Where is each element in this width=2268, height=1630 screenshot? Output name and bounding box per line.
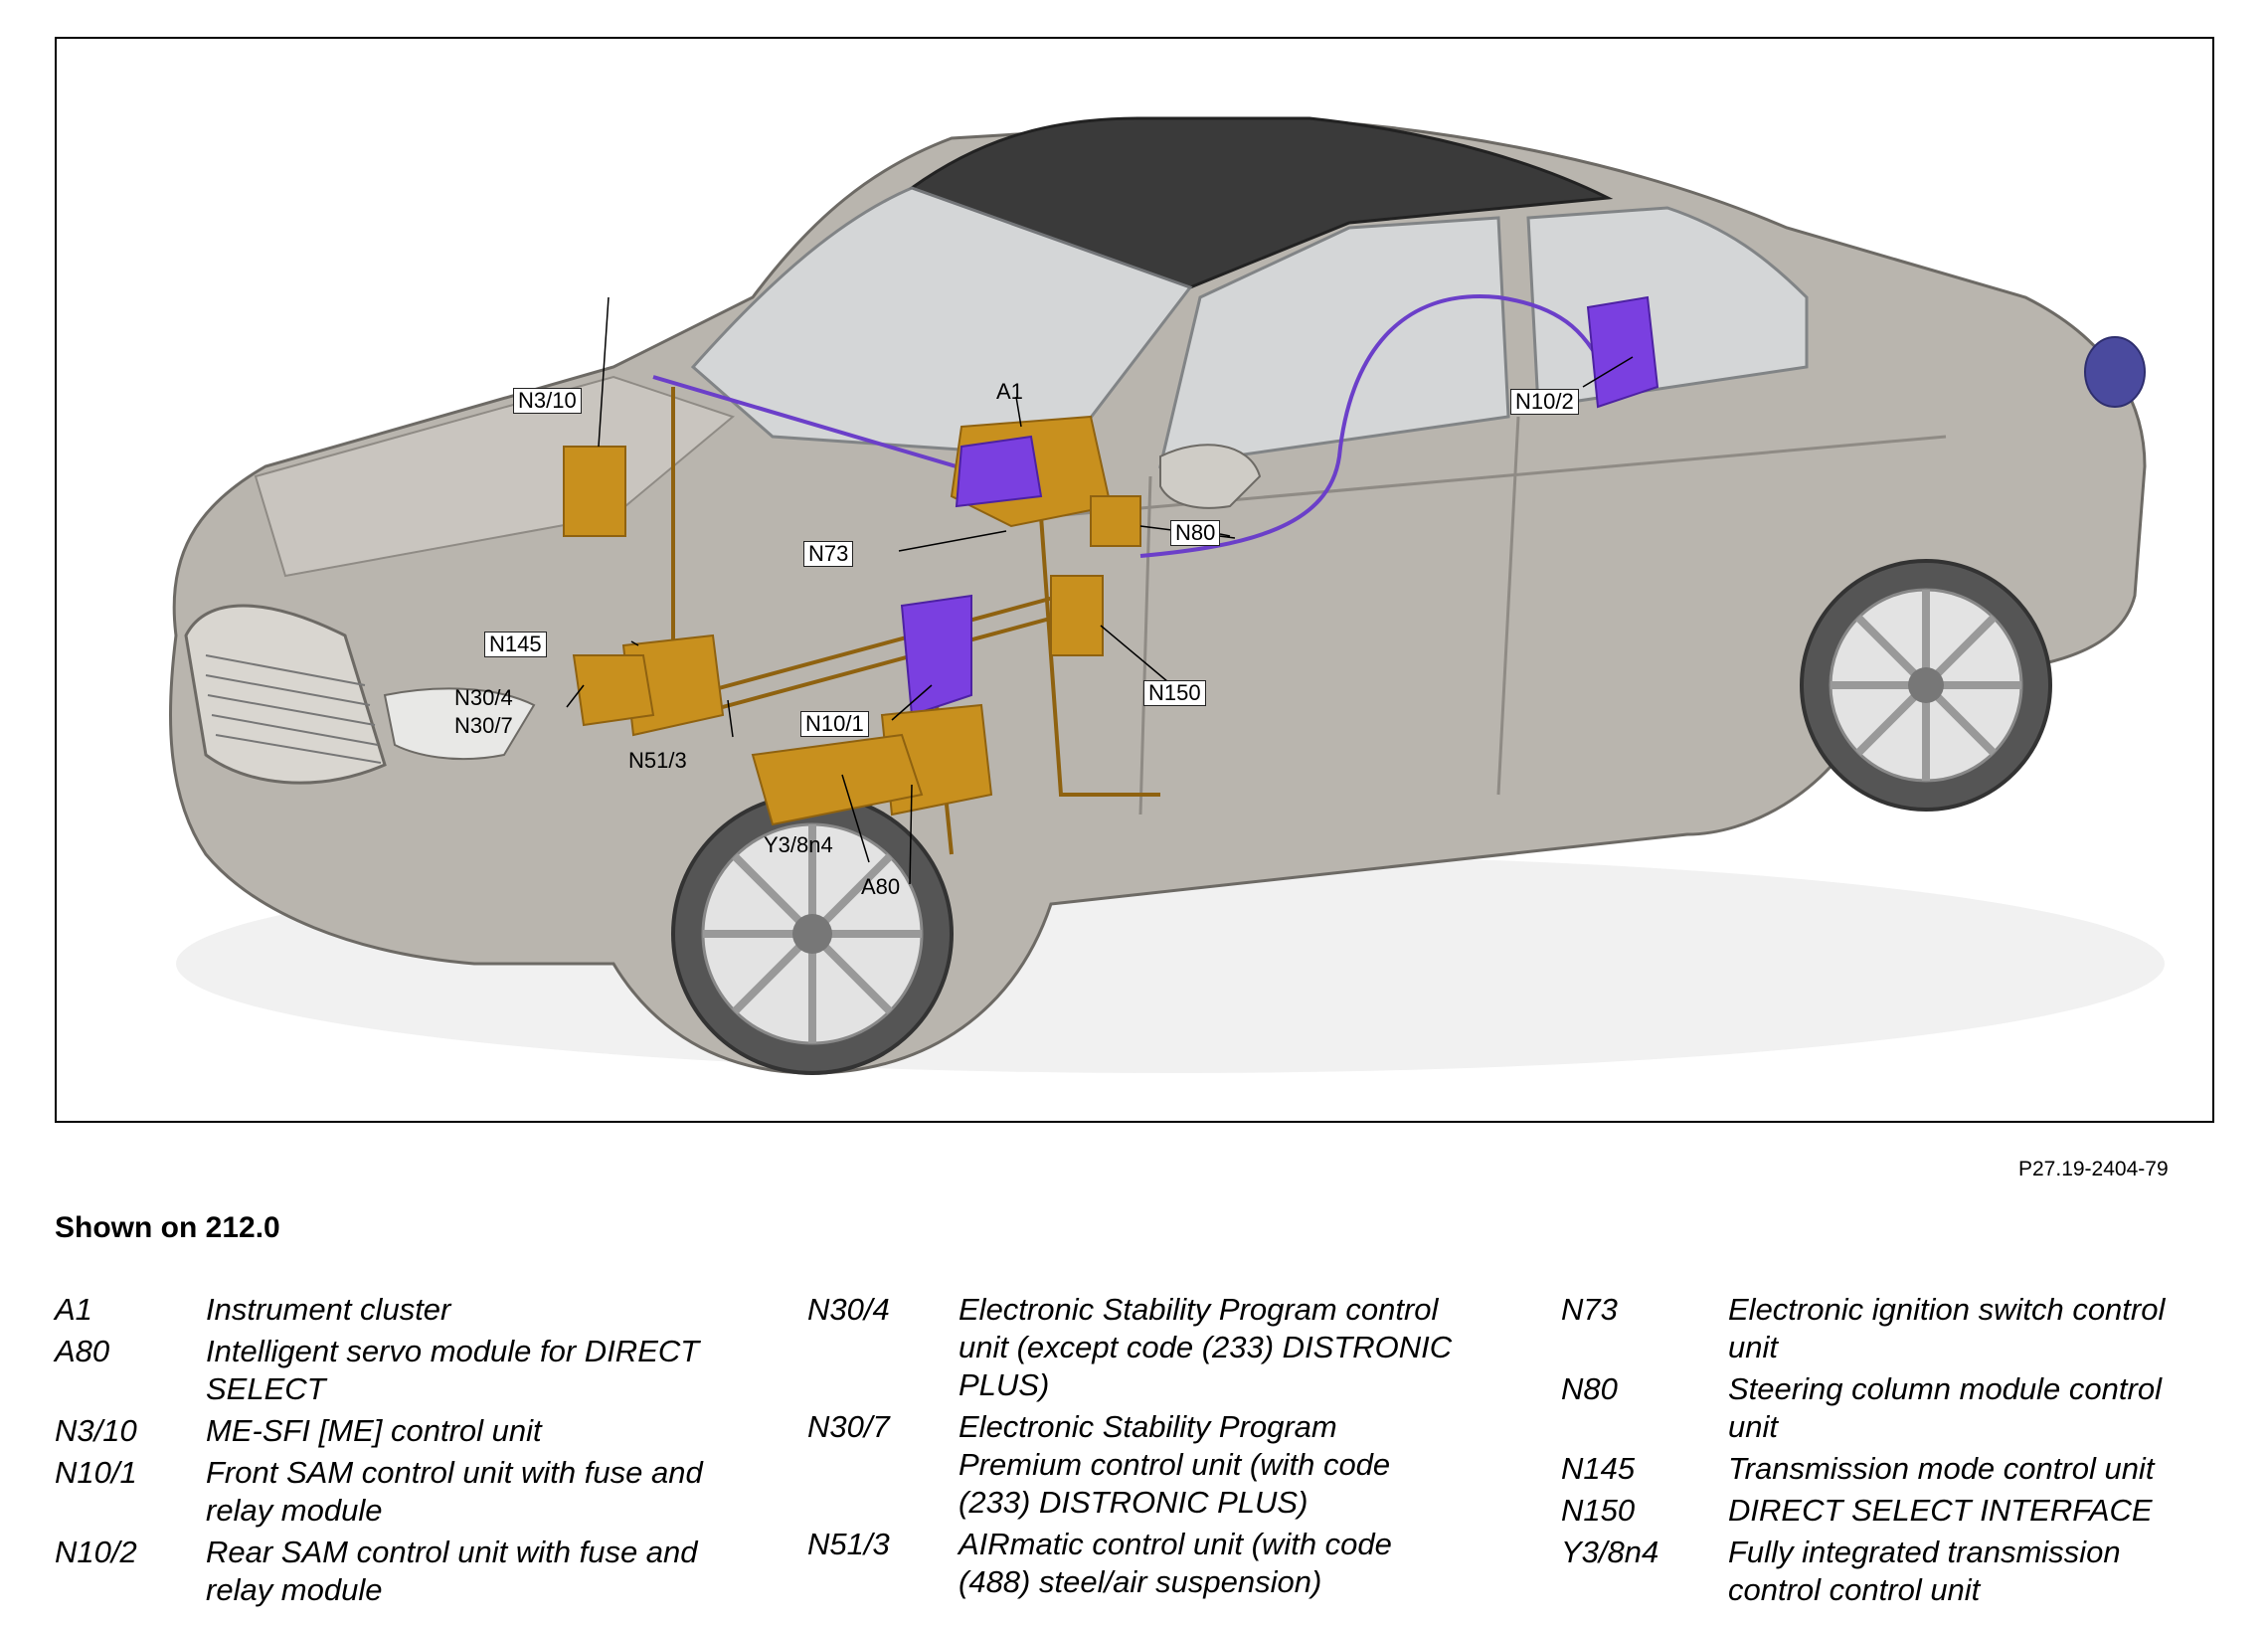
n30-unit <box>572 654 655 727</box>
vehicle-diagram: N3/10 A1 N10/2 N80 N73 N145 N30/4 N30/7 … <box>55 37 2214 1123</box>
legend-desc: DIRECT SELECT INTERFACE <box>1728 1493 2153 1528</box>
legend-code: N51/3 <box>807 1527 890 1561</box>
n150-unit <box>1050 575 1104 656</box>
legend-desc: Electronic Stability Program control uni… <box>959 1292 1453 1402</box>
callout-n80: N80 <box>1170 520 1221 546</box>
rear-wheel <box>1800 559 2052 812</box>
legend-code: N10/2 <box>55 1535 137 1569</box>
legend-item: Y3/8n4 Fully integrated transmission cont… <box>1561 1534 2217 1609</box>
legend-item: N10/2 Rear SAM control unit with fuse and… <box>55 1534 751 1609</box>
callout-a80: A80 <box>861 874 901 899</box>
taillight <box>2084 336 2146 408</box>
legend-column-1: A1 Instrument cluster A80 Intelligent serv… <box>55 1291 751 1613</box>
callout-n51-3: N51/3 <box>628 748 687 773</box>
headlight <box>383 687 536 761</box>
legend-desc: Rear SAM control unit with fuse and rela… <box>206 1535 698 1607</box>
legend-column-3: N73 Electronic ignition switch control un… <box>1561 1291 2217 1613</box>
legend-desc: Transmission mode control unit <box>1728 1451 2155 1486</box>
leader-lines <box>566 296 1634 885</box>
legend-item: N51/3 AIRmatic control unit (with code (4… <box>807 1526 1464 1601</box>
callout-n73: N73 <box>803 541 854 567</box>
legend-item: A80 Intelligent servo module for DIRECT S… <box>55 1333 751 1408</box>
legend-desc: AIRmatic control unit (with code (488) s… <box>959 1527 1392 1599</box>
legend-desc: Front SAM control unit with fuse and rel… <box>206 1455 703 1528</box>
legend-code: N150 <box>1561 1493 1636 1528</box>
legend-item: N145 Transmission mode control unit <box>1561 1450 2217 1488</box>
legend-code: N73 <box>1561 1292 1618 1327</box>
legend-item: N10/1 Front SAM control unit with fuse an… <box>55 1454 751 1530</box>
legend-code: N10/1 <box>55 1455 137 1490</box>
legend-code: N30/7 <box>807 1409 890 1444</box>
legend-code: A1 <box>55 1292 92 1327</box>
figure-code: P27.19-2404-79 <box>2018 1158 2169 1180</box>
legend-item: A1 Instrument cluster <box>55 1291 751 1329</box>
windshield <box>690 186 1193 458</box>
legend-item: N30/7 Electronic Stability Program Premiu… <box>807 1408 1464 1522</box>
n3-10-unit <box>563 446 626 537</box>
legend-desc: Intelligent servo module for DIRECT SELE… <box>206 1334 700 1406</box>
grille-bars <box>205 654 382 764</box>
legend-item: N150 DIRECT SELECT INTERFACE <box>1561 1492 2217 1530</box>
n80-unit <box>1090 495 1141 547</box>
legend-item: N3/10 ME-SFI [ME] control unit <box>55 1412 751 1450</box>
side-mirror <box>1159 444 1262 509</box>
legend-code: A80 <box>55 1334 110 1368</box>
n10-2-unit <box>1586 295 1659 409</box>
legend-item: N73 Electronic ignition switch control un… <box>1561 1291 2217 1366</box>
roof <box>908 116 1614 289</box>
n10-1-unit <box>900 594 972 717</box>
callout-n3-10: N3/10 <box>513 388 582 414</box>
legend-desc: Instrument cluster <box>206 1292 451 1327</box>
wiring-harness <box>671 387 1160 855</box>
front-wheel <box>671 793 954 1075</box>
callout-n10-2: N10/2 <box>1510 389 1579 415</box>
car-illustration <box>168 116 2165 1075</box>
legend-code: N30/4 <box>807 1292 890 1327</box>
legend-code: N145 <box>1561 1451 1636 1486</box>
legend-desc: ME-SFI [ME] control unit <box>206 1413 542 1448</box>
legend-desc: Steering column module control unit <box>1728 1371 2162 1444</box>
legend-desc: Electronic ignition switch control unit <box>1728 1292 2166 1364</box>
legend-code: N80 <box>1561 1371 1618 1406</box>
legend-code: N3/10 <box>55 1413 137 1448</box>
legend-column-2: N30/4 Electronic Stability Program contro… <box>807 1291 1464 1605</box>
callout-n150: N150 <box>1143 680 1206 706</box>
callout-a1: A1 <box>996 379 1023 404</box>
callout-n10-1: N10/1 <box>800 711 869 737</box>
legend-item: N30/4 Electronic Stability Program contro… <box>807 1291 1464 1404</box>
legend-desc: Electronic Stability Program Premium con… <box>959 1409 1391 1520</box>
a1-unit-purple <box>955 435 1043 508</box>
legend-item: N80 Steering column module control unit <box>1561 1370 2217 1446</box>
legend-desc: Fully integrated transmission control co… <box>1728 1535 2121 1607</box>
y3-8n4-unit <box>751 733 924 826</box>
shown-on-heading: Shown on 212.0 <box>55 1211 280 1244</box>
legend-code: Y3/8n4 <box>1561 1535 1659 1569</box>
callout-n145: N145 <box>484 632 547 657</box>
callout-y3-8n4: Y3/8n4 <box>764 832 833 857</box>
front-side-window <box>1158 216 1510 468</box>
callout-n30-7: N30/7 <box>454 713 513 738</box>
callout-n30-4: N30/4 <box>454 685 513 710</box>
